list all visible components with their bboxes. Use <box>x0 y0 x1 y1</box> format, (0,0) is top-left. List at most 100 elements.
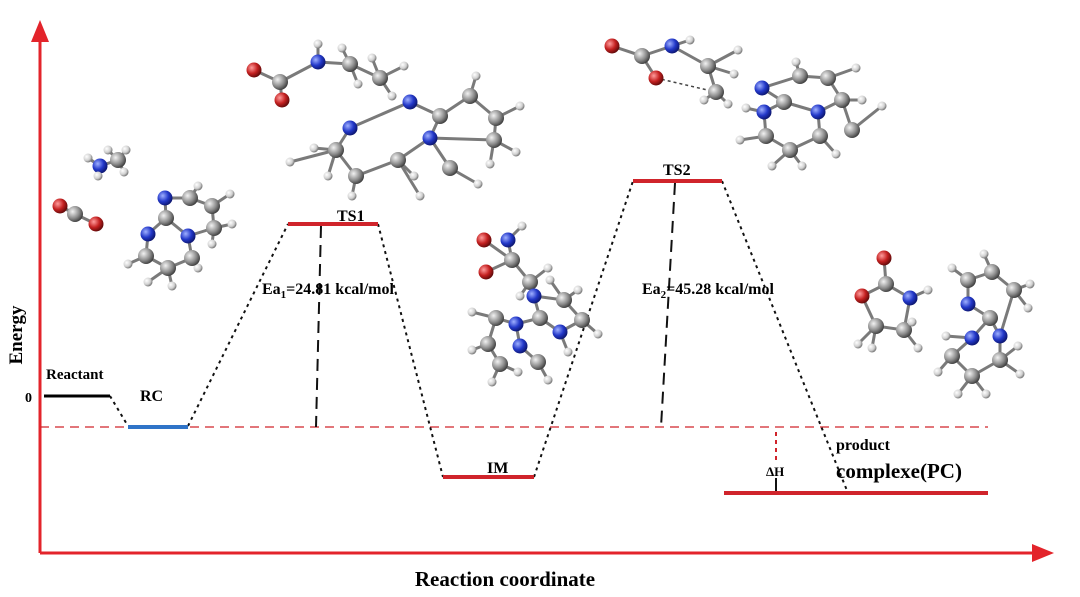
atom <box>791 57 801 67</box>
atom <box>93 171 103 181</box>
atom <box>513 367 523 377</box>
atom <box>552 324 568 340</box>
atom <box>399 61 409 71</box>
atom <box>422 130 438 146</box>
atom <box>723 99 733 109</box>
atom <box>225 189 235 199</box>
atom <box>984 264 1000 280</box>
atom <box>157 190 173 206</box>
atom <box>923 285 933 295</box>
atom <box>992 328 1008 344</box>
bond <box>349 100 411 130</box>
atom <box>180 228 196 244</box>
atom <box>877 101 887 111</box>
label-ea2: Ea2=45.28 kcal/mol <box>642 281 775 301</box>
atom <box>488 310 504 326</box>
axes <box>31 20 1054 562</box>
atom <box>387 91 397 101</box>
molecule-ts2 <box>604 35 887 171</box>
atom <box>272 74 288 90</box>
atom <box>953 389 963 399</box>
atom <box>868 318 884 334</box>
atom <box>708 84 724 100</box>
label-reactant: Reactant <box>46 367 103 383</box>
atom <box>526 288 542 304</box>
atom <box>323 171 333 181</box>
atom <box>756 104 772 120</box>
label-im: IM <box>487 460 508 477</box>
atom <box>92 158 108 174</box>
molecule-product <box>853 249 1035 399</box>
atom <box>1023 303 1033 313</box>
atom <box>810 104 826 120</box>
zero-tick-label: 0 <box>25 391 32 406</box>
atom <box>88 216 104 232</box>
atom <box>1025 279 1035 289</box>
atom <box>467 345 477 355</box>
atom <box>960 296 976 312</box>
atom <box>52 198 68 214</box>
atom <box>741 103 751 113</box>
label-product: product <box>836 437 891 454</box>
atom <box>876 250 892 266</box>
label-ts2: TS2 <box>663 162 691 179</box>
atom <box>982 310 998 326</box>
atom <box>913 343 923 353</box>
label-delta-h: ΔH <box>766 464 784 479</box>
bond <box>429 136 495 142</box>
atom <box>508 316 524 332</box>
atom <box>442 160 458 176</box>
molecule-im <box>467 221 603 387</box>
atom <box>573 285 583 295</box>
atom <box>964 368 980 384</box>
atom <box>184 250 200 266</box>
atom <box>138 248 154 264</box>
atom <box>143 277 153 287</box>
atom <box>902 290 918 306</box>
atom <box>532 310 548 326</box>
atom <box>792 68 808 84</box>
atom <box>530 354 546 370</box>
atom <box>1015 369 1025 379</box>
molecule-ts1 <box>246 39 525 201</box>
atom <box>204 198 220 214</box>
atom <box>353 79 363 89</box>
atom <box>347 191 357 201</box>
atom <box>517 221 527 231</box>
atom <box>648 70 664 86</box>
atom <box>500 232 516 248</box>
atom <box>328 142 344 158</box>
atom <box>462 88 478 104</box>
atom <box>981 389 991 399</box>
atom <box>309 143 319 153</box>
atom <box>854 288 870 304</box>
atom <box>471 71 481 81</box>
atom <box>844 122 860 138</box>
ea2-dashed-line <box>660 182 676 428</box>
label-product-complex: complexe(PC) <box>836 459 962 483</box>
atom <box>979 249 989 259</box>
atom <box>193 181 203 191</box>
atom <box>834 92 850 108</box>
atom <box>563 347 573 357</box>
atom <box>700 58 716 74</box>
atom <box>511 147 521 157</box>
atom <box>348 168 364 184</box>
atom <box>182 190 198 206</box>
atom <box>782 142 798 158</box>
atom <box>545 275 555 285</box>
atom <box>246 62 262 78</box>
atom <box>797 161 807 171</box>
connector-rc-ts1 <box>187 223 289 427</box>
atom <box>1006 282 1022 298</box>
atom <box>285 157 295 167</box>
atom <box>735 135 745 145</box>
atom <box>342 56 358 72</box>
atom <box>193 263 203 273</box>
energy-levels <box>44 179 988 495</box>
atom <box>733 45 743 55</box>
atom <box>512 338 528 354</box>
atom <box>390 152 406 168</box>
atom <box>310 54 326 70</box>
